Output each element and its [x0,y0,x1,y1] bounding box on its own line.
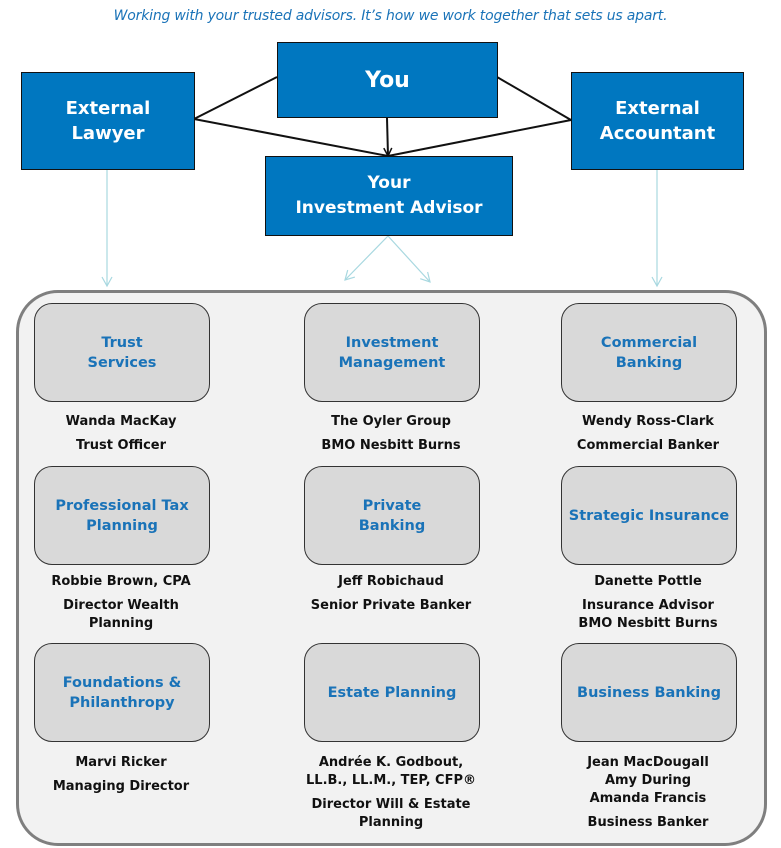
line-you-to-lawyer [193,76,278,120]
contact-role: BMO Nesbitt Burns [321,438,461,453]
contact-name: Robbie Brown, CPA [51,574,191,589]
arrow-advisor-left [344,235,389,281]
service-foundations-philanthropy: Foundations & Philanthropy [34,643,210,742]
contact-role: Director Wealth Planning [63,598,179,631]
service-estate-planning: Estate Planning [304,643,480,742]
contact-name: Danette Pottle [594,574,702,589]
contact-role: Business Banker [587,815,709,830]
contact-name: Andrée K. Godbout, LL.B., LL.M., TEP, CF… [306,755,476,788]
line-you-to-accountant [496,76,572,121]
contact-name: The Oyler Group [331,414,451,429]
external-lawyer-label: External Lawyer [65,98,151,144]
service-strategic-insurance: Strategic Insurance [561,466,737,565]
contact-role: Insurance Advisor BMO Nesbitt Burns [578,598,718,631]
contact-name: Wendy Ross-Clark [582,414,714,429]
service-business-banking: Business Banking [561,643,737,742]
contact-role: Commercial Banker [576,438,720,453]
contact-foundations-philanthropy: Marvi Ricker Managing Director [1,754,241,796]
contact-name: Jeff Robichaud [338,574,444,589]
investment-advisor-label: Your Investment Advisor [295,173,483,218]
you-label: You [365,67,410,93]
service-trust-services: Trust Services [34,303,210,402]
service-commercial-banking: Commercial Banking [561,303,737,402]
contact-private-banking: Jeff Robichaud Senior Private Banker [271,573,511,615]
external-lawyer-node: External Lawyer [21,72,195,170]
service-private-banking: Private Banking [304,466,480,565]
arrow-you-to-advisor [387,117,388,156]
contact-business-banking: Jean MacDougall Amy During Amanda Franci… [528,754,768,832]
tagline: Working with your trusted advisors. It’s… [113,8,668,24]
service-investment-management: Investment Management [304,303,480,402]
contact-trust-services: Wanda MacKay Trust Officer [1,413,241,455]
contact-role: Managing Director [52,779,190,794]
external-accountant-node: External Accountant [571,72,744,170]
contact-commercial-banking: Wendy Ross-Clark Commercial Banker [528,413,768,455]
contact-role: Trust Officer [75,438,167,453]
investment-advisor-node: Your Investment Advisor [265,156,513,236]
arrow-advisor-right [387,235,431,283]
contact-role: Director Will & Estate Planning [311,797,471,830]
line-accountant-to-advisor [387,119,572,157]
you-node: You [277,42,498,118]
service-professional-tax-planning: Professional Tax Planning [34,466,210,565]
line-lawyer-to-advisor [193,118,389,157]
external-accountant-label: External Accountant [599,98,716,144]
contact-name: Wanda MacKay [65,414,177,429]
contact-name: Jean MacDougall Amy During Amanda Franci… [587,755,709,806]
contact-estate-planning: Andrée K. Godbout, LL.B., LL.M., TEP, CF… [271,754,511,832]
contact-role: Senior Private Banker [310,598,472,613]
contact-strategic-insurance: Danette Pottle Insurance Advisor BMO Nes… [528,573,768,633]
contact-name: Marvi Ricker [75,755,167,770]
contact-investment-management: The Oyler Group BMO Nesbitt Burns [271,413,511,455]
contact-professional-tax-planning: Robbie Brown, CPA Director Wealth Planni… [1,573,241,633]
